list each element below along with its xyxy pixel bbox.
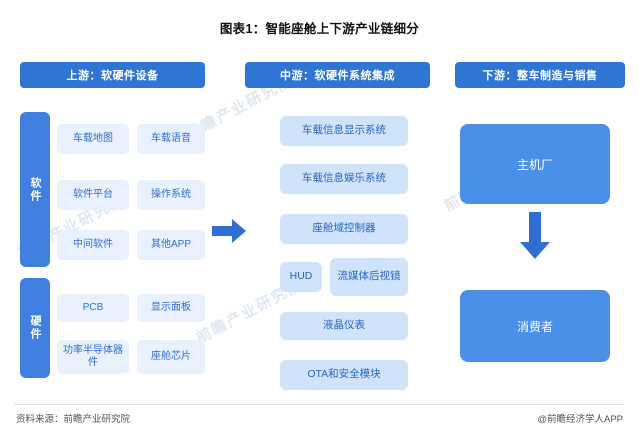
header-downstream: 下游：整车制造与销售 <box>455 62 625 88</box>
upstream-hardware-item: PCB <box>57 294 129 322</box>
footer-divider <box>14 404 625 405</box>
top-divider <box>0 8 639 9</box>
midstream-item: 座舱域控制器 <box>280 214 408 244</box>
arrow-down-icon <box>520 212 550 259</box>
upstream-hardware-item: 显示面板 <box>137 294 205 322</box>
downstream-oem: 主机厂 <box>460 124 610 204</box>
upstream-software-item: 车载地图 <box>57 124 129 154</box>
upstream-software-item: 软件平台 <box>57 180 129 210</box>
midstream-item: HUD <box>280 262 322 292</box>
upstream-software-item: 车载语音 <box>137 124 205 154</box>
page-title: 图表1：智能座舱上下游产业链细分 <box>219 22 420 36</box>
upstream-software-item: 中间软件 <box>57 230 129 260</box>
upstream-hardware-item: 座舱芯片 <box>137 340 205 374</box>
midstream-item: 车载信息显示系统 <box>280 116 408 146</box>
arrow-right-icon <box>212 219 246 243</box>
header-midstream: 中游：软硬件系统集成 <box>245 62 430 88</box>
downstream-consumer: 消费者 <box>460 290 610 362</box>
midstream-item: 流媒体后视镜 <box>330 258 408 296</box>
rail-hardware: 硬件 <box>20 278 50 378</box>
header-upstream: 上游：软硬件设备 <box>20 62 205 88</box>
upstream-software-item: 操作系统 <box>137 180 205 210</box>
source-text: 资料来源：前瞻产业研究院 <box>16 414 131 425</box>
brand-text: @前瞻经济学人APP <box>537 414 623 425</box>
midstream-item: 车载信息娱乐系统 <box>280 164 408 194</box>
rail-software: 软件 <box>20 112 50 267</box>
upstream-software-item: 其他APP <box>137 230 205 260</box>
upstream-hardware-item: 功率半导体器件 <box>57 340 129 374</box>
midstream-item: OTA和安全模块 <box>280 360 408 390</box>
midstream-item: 液晶仪表 <box>280 312 408 340</box>
